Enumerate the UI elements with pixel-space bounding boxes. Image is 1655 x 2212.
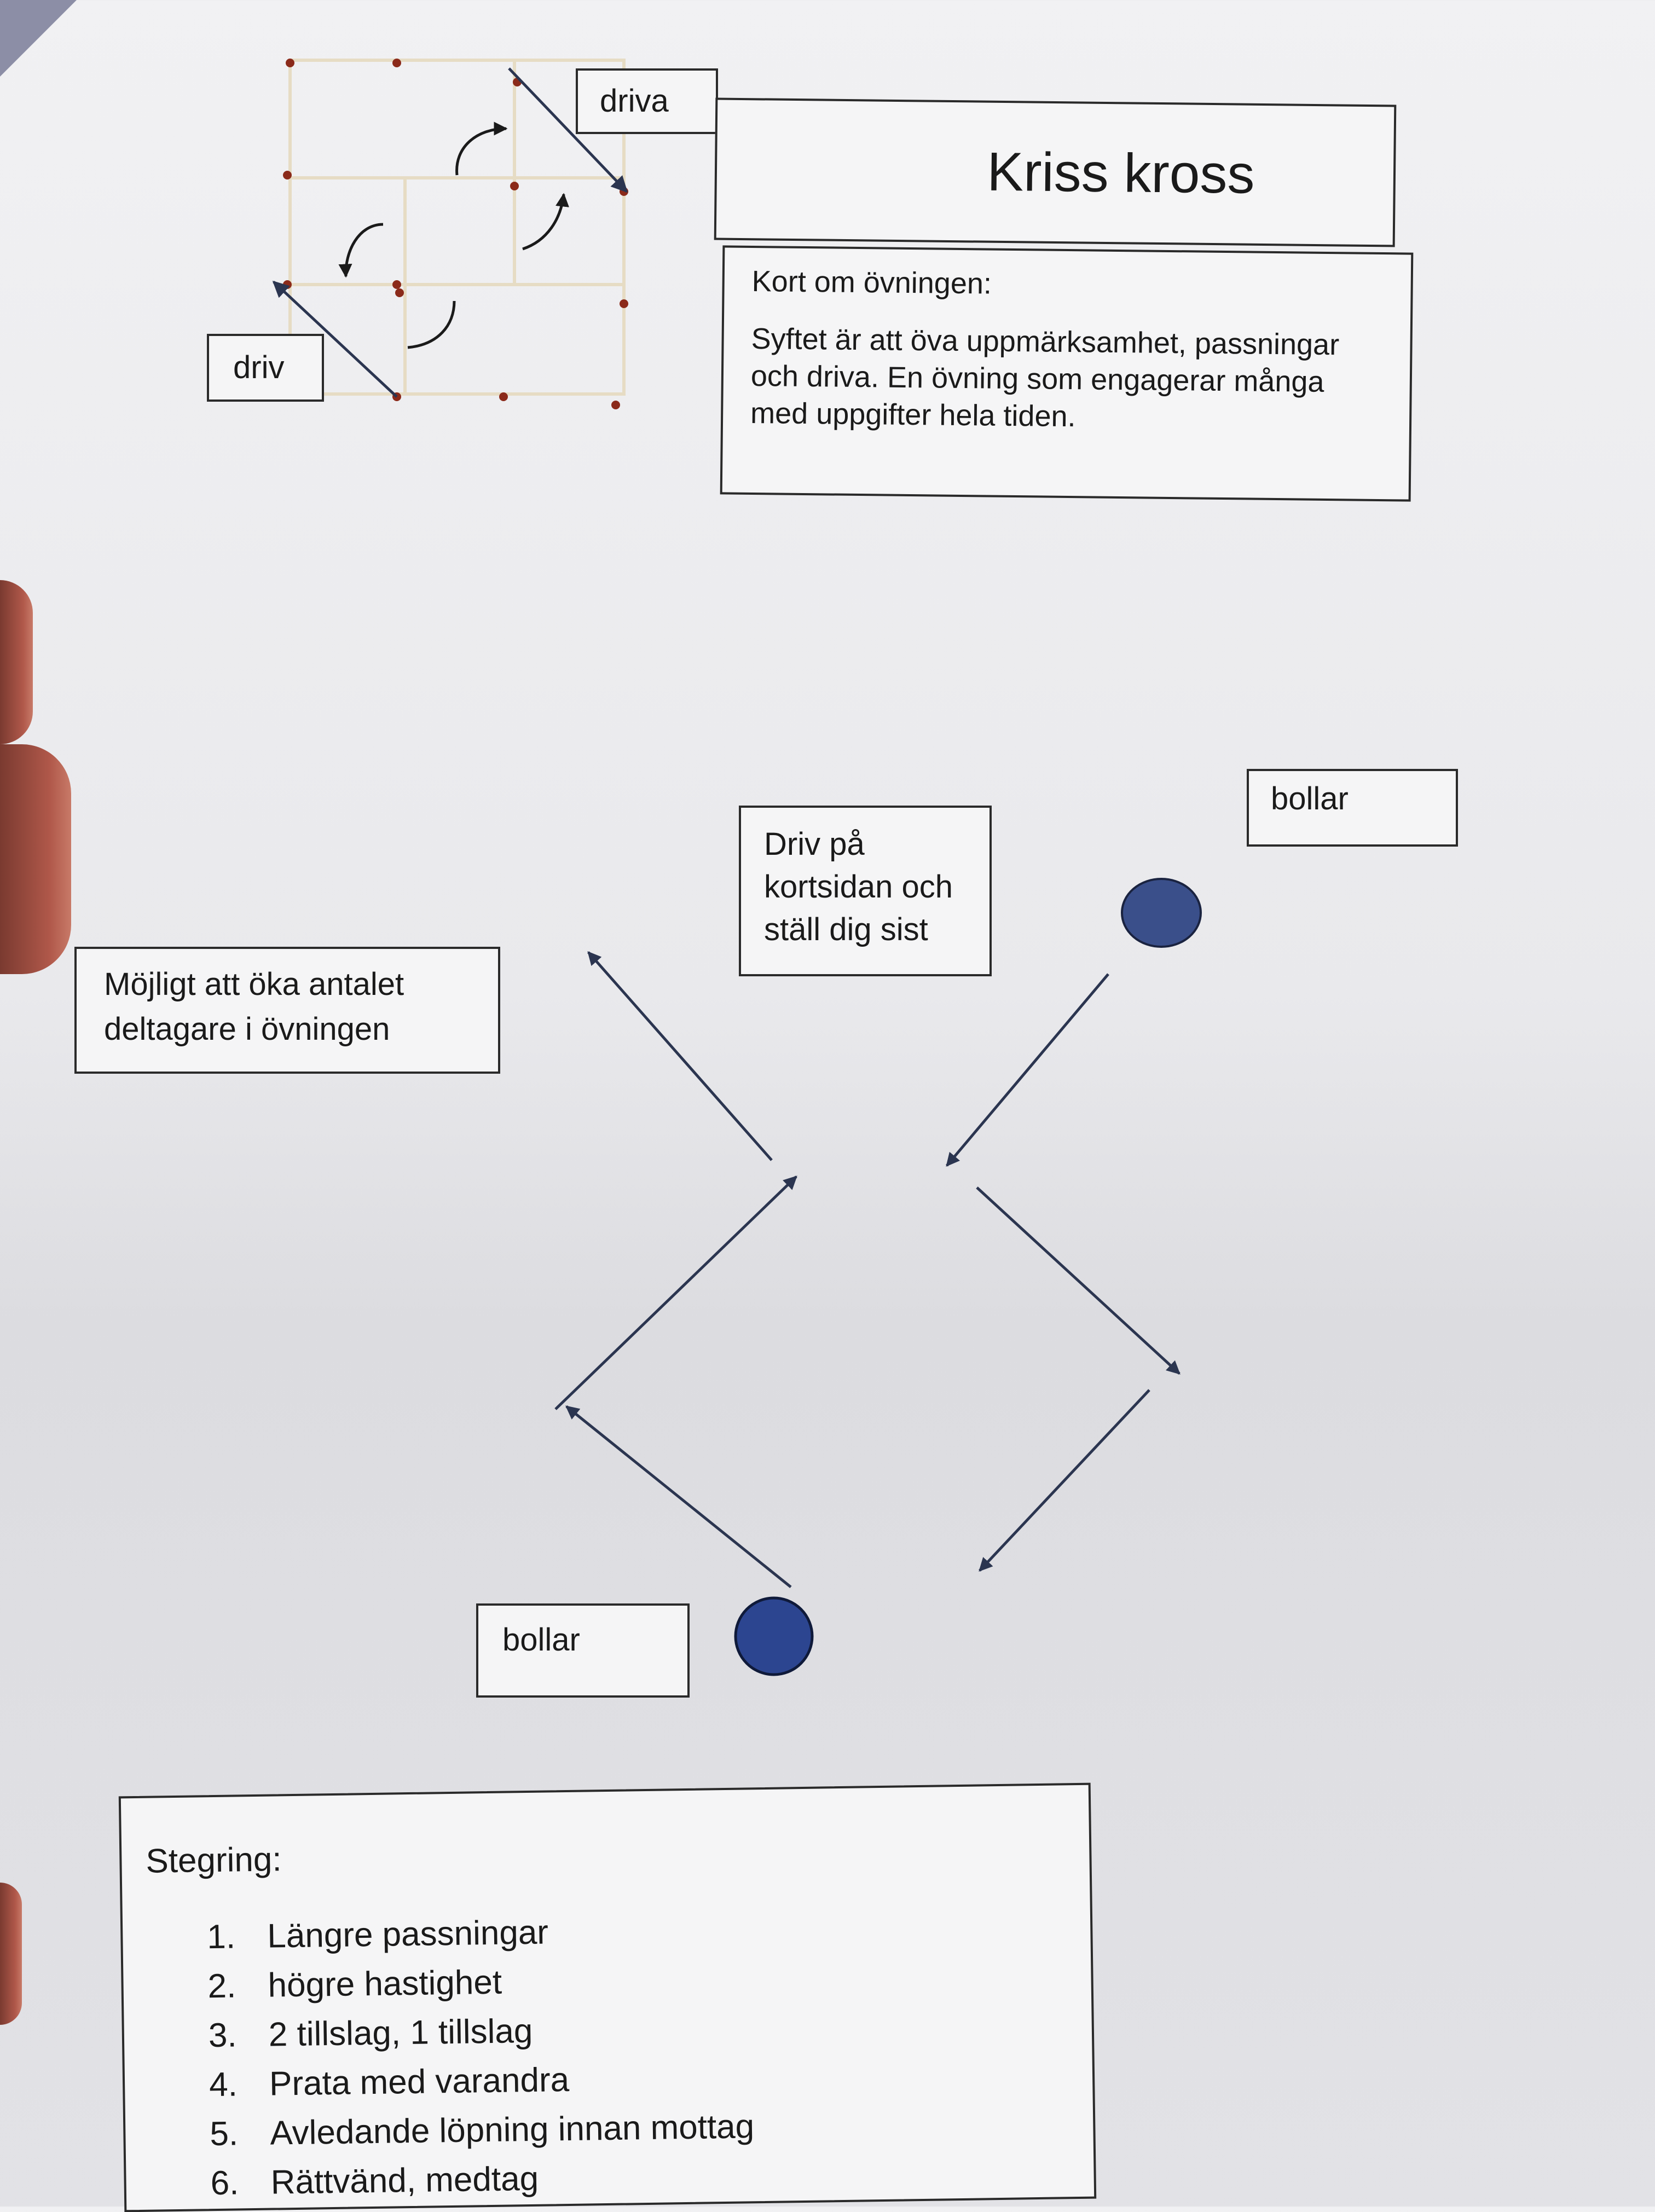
cone-marker: [611, 401, 620, 409]
pass-arrow: [587, 951, 773, 1161]
pass-arrow: [976, 1186, 1181, 1375]
label-bollar-top: bollar: [1247, 769, 1458, 847]
label-driv-kortsidan-text: Driv på kortsidan och ställ dig sist: [764, 826, 953, 947]
list-number: 6.: [210, 2164, 239, 2203]
label-mojligt: Möjligt att öka antalet deltagare i övni…: [74, 947, 500, 1074]
background-corner: [0, 0, 77, 77]
pass-curve: [407, 300, 456, 349]
list-text: Rättvänd, medtag: [270, 2159, 539, 2202]
pass-arrow: [554, 1176, 797, 1410]
label-driv-kortsidan: Driv på kortsidan och ställ dig sist: [739, 806, 992, 976]
label-driva: driva: [576, 68, 718, 134]
list-number: 1.: [206, 1918, 236, 1956]
list-number: 2.: [207, 1967, 236, 2006]
cone-marker: [499, 392, 508, 401]
cone-marker: [392, 280, 401, 289]
list-text: högre hastighet: [268, 1963, 502, 2005]
ball-marker: [1121, 878, 1202, 948]
label-bollar-bottom-text: bollar: [502, 1622, 580, 1658]
cone-marker: [283, 171, 292, 179]
label-driv-text: driv: [233, 349, 285, 385]
pass-arrow: [946, 973, 1109, 1167]
list-number: 4.: [209, 2065, 238, 2104]
stegring-list: 1. Längre passningar 2. högre hastighet 3.…: [147, 1901, 1067, 2209]
cone-marker: [395, 288, 404, 297]
cone-marker: [392, 59, 401, 67]
list-text: 2 tillslag, 1 tillslag: [268, 2012, 533, 2054]
stegring-heading: Stegring:: [145, 1840, 282, 1880]
label-bollar-bottom: bollar: [476, 1603, 690, 1698]
field-lines: [288, 59, 626, 396]
pass-arrow: [979, 1389, 1150, 1572]
finger-shape: [0, 580, 33, 744]
label-mojligt-text: Möjligt att öka antalet deltagare i övni…: [104, 966, 404, 1047]
list-text: Avledande löpning innan mottag: [269, 2107, 755, 2152]
finger-shape: [0, 1883, 22, 2025]
dribble-arrow: [272, 280, 398, 398]
label-driv: driv: [207, 334, 324, 402]
pass-curve: [338, 223, 384, 278]
cone-marker: [510, 182, 519, 190]
cone-marker: [286, 59, 294, 67]
ball-marker: [734, 1596, 814, 1676]
label-bollar-top-text: bollar: [1271, 781, 1349, 817]
finger-shape: [0, 744, 71, 974]
pass-arrow: [565, 1405, 792, 1588]
list-number: 5.: [209, 2115, 239, 2153]
pass-curve: [522, 193, 569, 251]
list-number: 3.: [208, 2016, 238, 2055]
stegring-box: Stegring: 1. Längre passningar 2. högre ha…: [118, 1782, 1097, 2212]
list-text: Längre passningar: [267, 1913, 549, 1955]
pass-curve: [455, 121, 508, 176]
cone-marker: [620, 299, 628, 308]
label-driva-text: driva: [600, 83, 669, 119]
dribble-arrow: [508, 67, 628, 193]
list-text: Prata med varandra: [269, 2060, 570, 2103]
